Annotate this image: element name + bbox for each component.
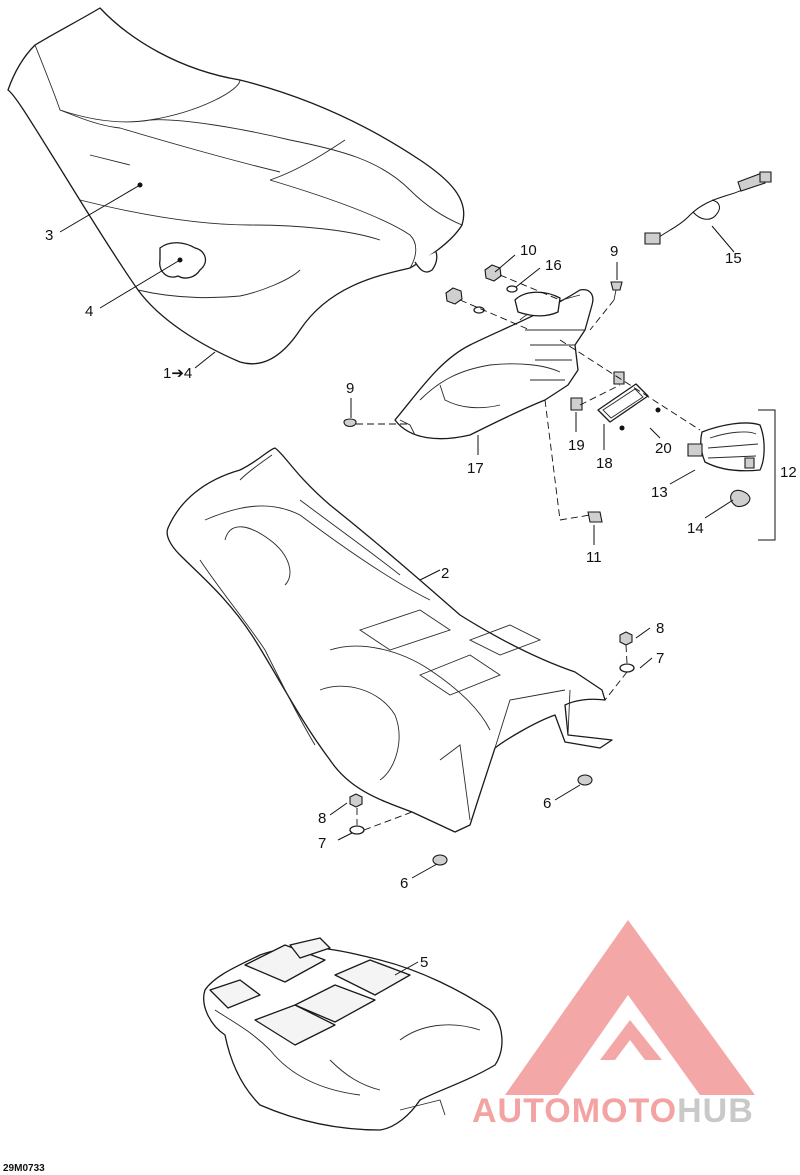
- callout-8-right: 8: [656, 620, 664, 637]
- callout-1-4: 1➔4: [163, 365, 192, 382]
- callout-18: 18: [596, 455, 613, 472]
- callout-10: 10: [520, 242, 537, 259]
- callout-7-left: 7: [318, 835, 326, 852]
- seat-assembly: [7, 7, 465, 365]
- watermark-logo: [505, 920, 755, 1095]
- tail-light-assembly: [687, 422, 765, 508]
- wiring-harness: [644, 171, 772, 245]
- watermark-part-3: HUB: [677, 1092, 754, 1130]
- lower-hardware: [349, 631, 635, 866]
- callout-17: 17: [467, 460, 484, 477]
- watermark-part-1: AUTO: [472, 1092, 572, 1130]
- rear-fender-tail: [394, 289, 594, 440]
- callout-2: 2: [441, 565, 449, 582]
- callout-9-top: 9: [610, 243, 618, 260]
- callout-20: 20: [655, 440, 672, 457]
- drawing-code: 29M0733: [3, 1163, 45, 1174]
- callout-labels: 3 4 1➔4 10 16 9 15 9 17 19 18 20 12 13 1…: [45, 227, 797, 971]
- callout-15: 15: [725, 250, 742, 267]
- callout-7-right: 7: [656, 650, 664, 667]
- watermark-part-2: MOTO: [572, 1092, 677, 1130]
- callout-19: 19: [568, 437, 585, 454]
- storage-tub: [166, 447, 613, 833]
- assembly-lines: [356, 274, 701, 831]
- storage-insert: [203, 937, 503, 1131]
- callout-6-left: 6: [400, 875, 408, 892]
- leader-lines: [59, 184, 776, 976]
- svg-text:AUTOMOTOHUB: AUTOMOTOHUB: [472, 1092, 754, 1130]
- callout-6-right: 6: [543, 795, 551, 812]
- callout-8-left: 8: [318, 810, 326, 827]
- callout-13: 13: [651, 484, 668, 501]
- hardware-fasteners: [343, 264, 661, 523]
- callout-9-left: 9: [346, 380, 354, 397]
- callout-12: 12: [780, 464, 797, 481]
- callout-11: 11: [586, 549, 602, 566]
- callout-5: 5: [420, 954, 428, 971]
- callout-3: 3: [45, 227, 53, 244]
- callout-14: 14: [687, 520, 704, 537]
- callout-4: 4: [85, 303, 93, 320]
- watermark-text: AUTOMOTOHUB: [472, 1092, 754, 1130]
- callout-16: 16: [545, 257, 562, 274]
